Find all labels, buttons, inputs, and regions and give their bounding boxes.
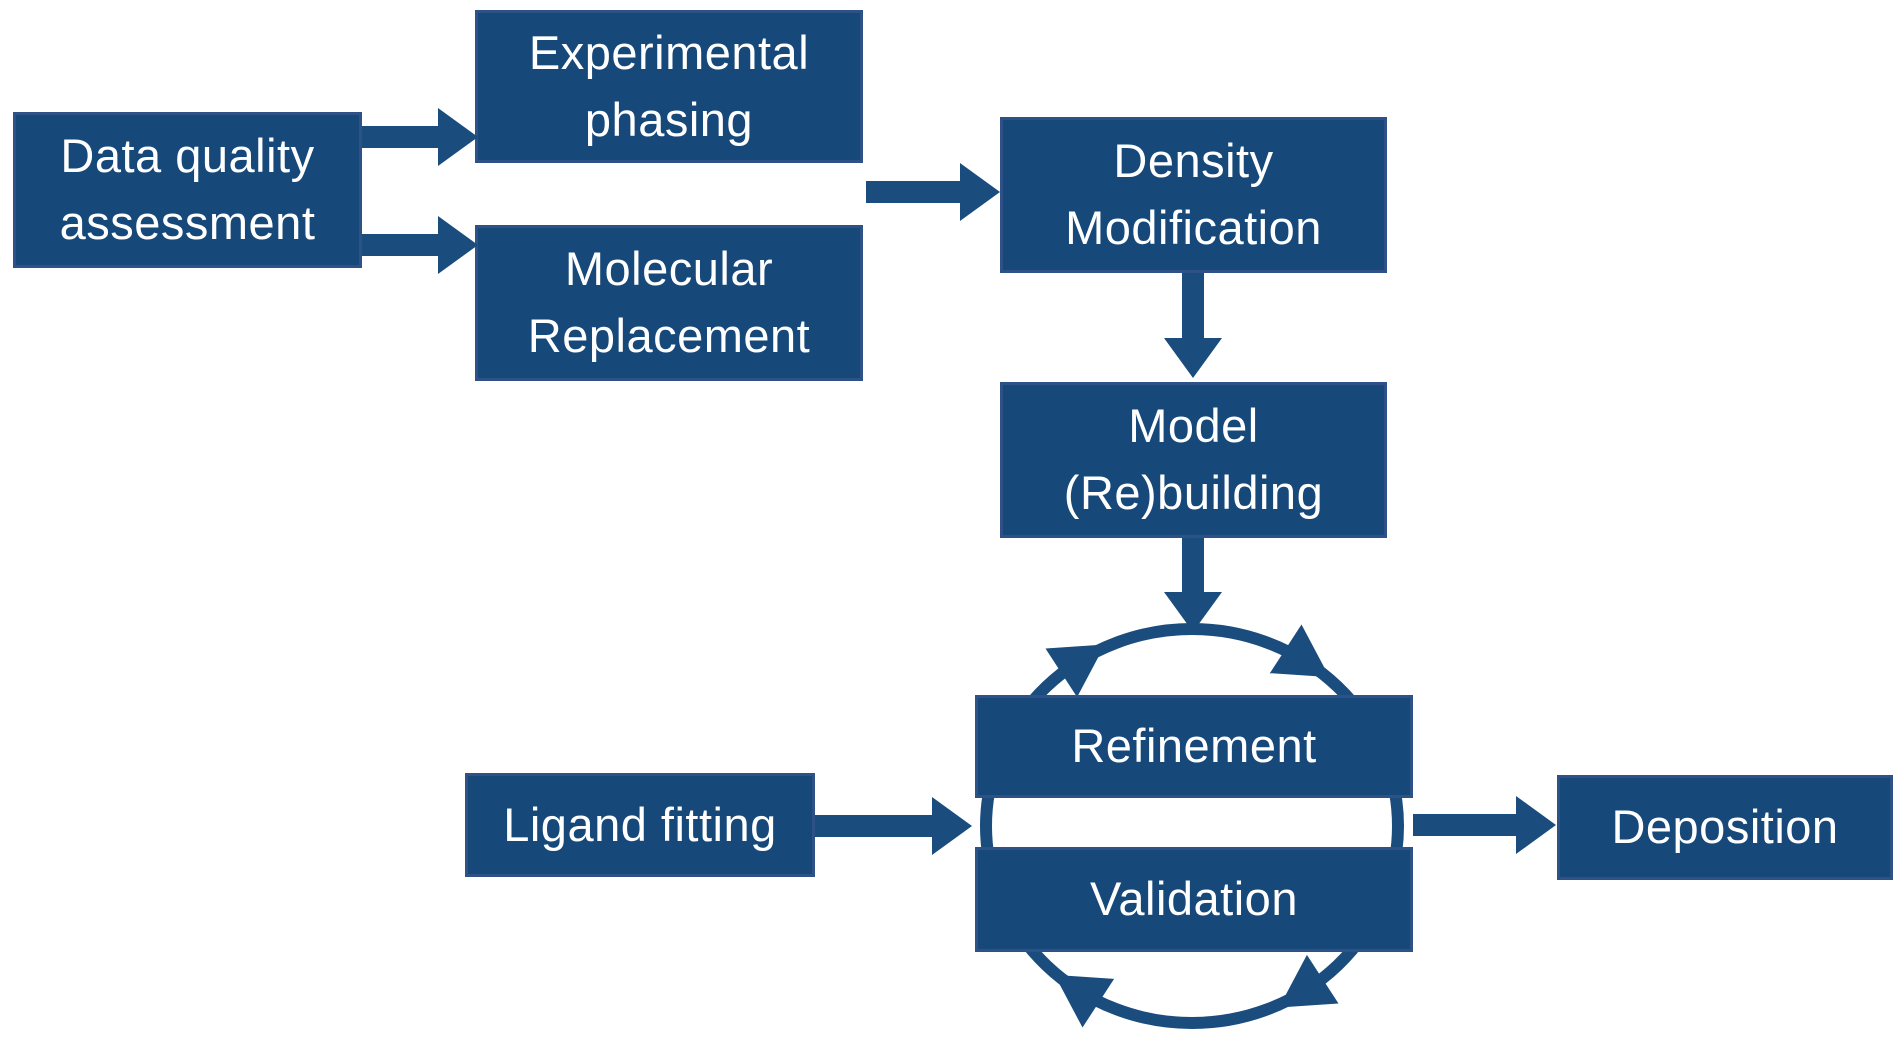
node-label-refinement: Refinement	[1071, 719, 1317, 773]
node-experimental-phasing: Experimental phasing	[475, 10, 863, 163]
node-data-quality-assessment: Data quality assessment	[13, 112, 362, 268]
cycle-arrowhead-top-left-icon	[1045, 644, 1105, 698]
node-label-model-rebuilding: Model (Re)building	[1063, 399, 1324, 519]
node-label-density-modification: Density Modification	[1065, 134, 1322, 254]
node-deposition: Deposition	[1557, 775, 1893, 880]
cycle-arrowhead-top-right-icon	[1269, 624, 1330, 678]
node-label-data-quality-assessment: Data quality assessment	[59, 129, 316, 249]
node-label-ligand-fitting: Ligand fitting	[503, 797, 777, 851]
node-label-experimental-phasing: Experimental phasing	[528, 25, 810, 146]
cycle-arrowhead-bottom-left-icon	[1054, 974, 1115, 1028]
node-label-deposition: Deposition	[1611, 800, 1839, 854]
node-label-molecular-replacement: Molecular Replacement	[527, 242, 811, 362]
node-validation: Validation	[975, 847, 1413, 952]
node-model-rebuilding: Model (Re)building	[1000, 382, 1387, 538]
node-label-validation: Validation	[1090, 872, 1298, 926]
node-density-modification: Density Modification	[1000, 117, 1387, 273]
cycle-arrowhead-bottom-right-icon	[1279, 954, 1339, 1008]
node-ligand-fitting: Ligand fitting	[465, 773, 815, 877]
node-refinement: Refinement	[975, 695, 1413, 798]
node-molecular-replacement: Molecular Replacement	[475, 225, 863, 381]
